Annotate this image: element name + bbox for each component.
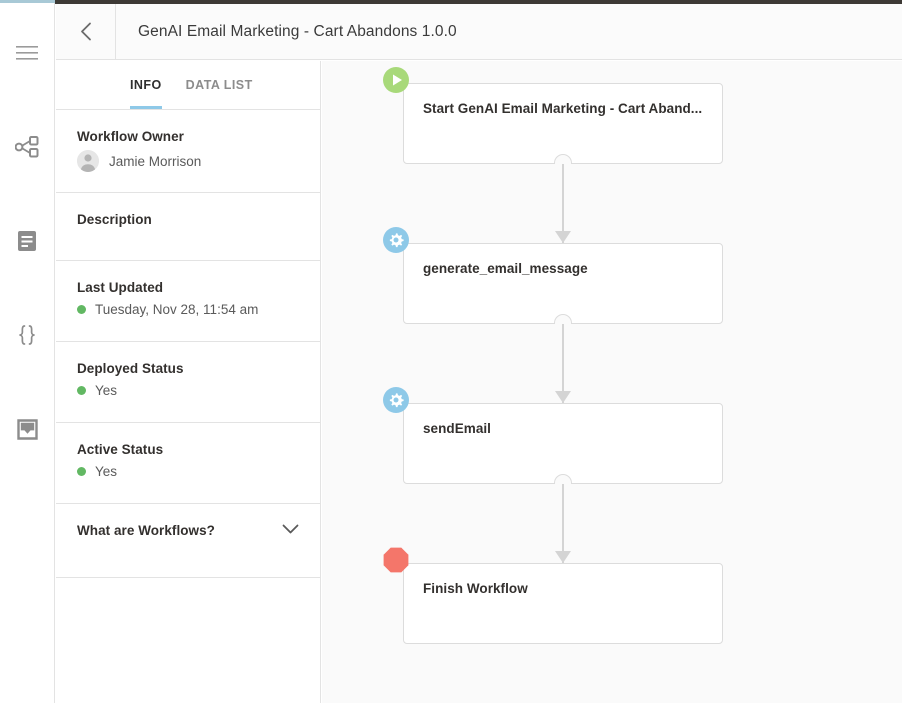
flow-node-title: generate_email_message — [423, 261, 588, 276]
chevron-left-icon — [80, 22, 92, 41]
flow-node-send-email[interactable]: sendEmail — [383, 387, 723, 484]
info-row-active-status: Active Status Yes — [56, 423, 320, 504]
top-dark-band — [55, 0, 902, 4]
info-label-workflow-owner: Workflow Owner — [77, 129, 184, 144]
info-row-deployed-status: Deployed Status Yes — [56, 342, 320, 423]
tab-info[interactable]: INFO — [130, 61, 162, 109]
info-panel-empty-region — [56, 578, 320, 703]
avatar — [77, 150, 99, 172]
chevron-down-icon[interactable] — [282, 524, 299, 535]
gear-icon — [383, 387, 409, 413]
connector-line-2 — [562, 323, 564, 403]
node-output-port — [554, 314, 572, 324]
status-dot-green — [77, 305, 86, 314]
curly-braces-icon[interactable] — [0, 305, 55, 365]
header-bar: GenAI Email Marketing - Cart Abandons 1.… — [56, 4, 902, 60]
status-dot-green — [77, 467, 86, 476]
back-button[interactable] — [56, 4, 116, 59]
workflow-graph: Start GenAI Email Marketing - Cart Aband… — [322, 61, 902, 703]
stop-octagon-icon — [383, 547, 409, 573]
connector-line-3 — [562, 483, 564, 563]
panel-tabs: INFO DATA LIST — [56, 61, 320, 110]
sitemap-workflow-icon[interactable] — [0, 117, 55, 177]
connector-arrow-3 — [555, 551, 571, 563]
info-value-deployed-status: Yes — [77, 383, 299, 398]
workflow-owner-name: Jamie Morrison — [109, 153, 202, 169]
flow-node-title: Start GenAI Email Marketing - Cart Aband… — [423, 101, 703, 116]
workflow-canvas[interactable]: Start GenAI Email Marketing - Cart Aband… — [322, 61, 902, 703]
tab-data-list[interactable]: DATA LIST — [185, 78, 253, 92]
deployed-status-text: Yes — [95, 383, 118, 398]
node-output-port — [554, 474, 572, 484]
last-updated-text: Tuesday, Nov 28, 11:54 am — [95, 302, 259, 317]
info-row-workflow-owner: Workflow Owner Jamie Morrison — [56, 110, 320, 193]
flow-node-title: sendEmail — [423, 421, 491, 436]
connector-arrow-1 — [555, 231, 571, 243]
rail-top-accent-strip — [0, 0, 55, 3]
info-value-active-status: Yes — [77, 464, 299, 479]
node-output-port — [554, 154, 572, 164]
connector-line-1 — [562, 163, 564, 243]
left-icon-rail — [0, 3, 55, 703]
info-value-last-updated: Tuesday, Nov 28, 11:54 am — [77, 302, 299, 317]
collapsible-what-are-workflows[interactable]: What are Workflows? — [56, 504, 320, 578]
gear-icon — [383, 227, 409, 253]
connector-arrow-2 — [555, 391, 571, 403]
info-value-workflow-owner: Jamie Morrison — [77, 150, 299, 172]
inbox-icon[interactable] — [0, 399, 55, 459]
info-sidebar: INFO DATA LIST Workflow Owner Jamie Morr… — [56, 61, 321, 703]
info-label-deployed-status: Deployed Status — [77, 361, 184, 376]
info-row-last-updated: Last Updated Tuesday, Nov 28, 11:54 am — [56, 261, 320, 342]
active-status-text: Yes — [95, 464, 118, 479]
info-label-last-updated: Last Updated — [77, 280, 164, 295]
page-title: GenAI Email Marketing - Cart Abandons 1.… — [138, 22, 457, 40]
info-label-description: Description — [77, 212, 152, 227]
flow-node-generate-email-message[interactable]: generate_email_message — [383, 227, 723, 324]
info-row-description: Description — [56, 193, 320, 261]
collapsible-label: What are Workflows? — [77, 523, 215, 538]
status-dot-green — [77, 386, 86, 395]
flow-node-finish[interactable]: Finish Workflow — [383, 547, 723, 644]
play-icon — [383, 67, 409, 93]
info-label-active-status: Active Status — [77, 442, 164, 457]
document-icon[interactable] — [0, 211, 55, 271]
flow-node-title: Finish Workflow — [423, 581, 528, 596]
hamburger-menu-icon[interactable] — [0, 23, 55, 83]
flow-node-start[interactable]: Start GenAI Email Marketing - Cart Aband… — [383, 67, 723, 164]
